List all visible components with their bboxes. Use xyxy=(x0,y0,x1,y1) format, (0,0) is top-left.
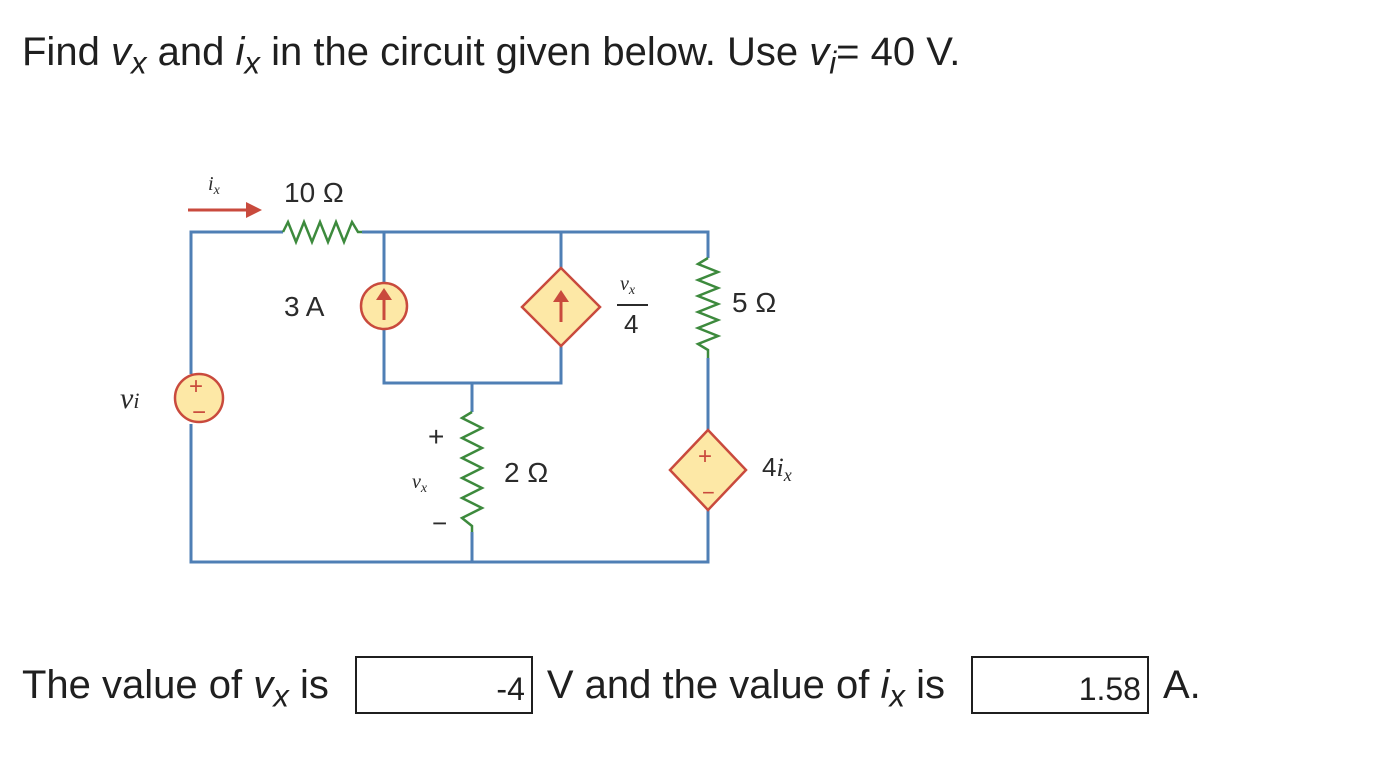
vi-var: v xyxy=(809,30,830,74)
question-middle: in the circuit given below. Use xyxy=(271,30,799,74)
answer-line: The value of vx is V and the value of ix… xyxy=(22,654,1201,716)
answer-ix-var: i xyxy=(880,663,890,707)
vx-answer-input[interactable] xyxy=(354,656,533,714)
vi-sub: i xyxy=(829,45,837,81)
answer-ix-sub: x xyxy=(889,678,905,714)
r5-label: 5 Ω xyxy=(732,287,776,318)
answer-unit-2: A. xyxy=(1162,663,1201,707)
current-source-3a xyxy=(359,281,409,331)
r1-label: 10 Ω xyxy=(284,177,344,208)
ix-var: i xyxy=(235,30,245,74)
dep-v-minus-sign: − xyxy=(702,480,715,505)
question-and: and xyxy=(157,30,225,74)
vx-plus-sign: + xyxy=(428,421,444,452)
dep-voltage-label: 4ix xyxy=(762,452,792,485)
question-text: Find vx and ix in the circuit given belo… xyxy=(22,24,960,80)
question-given: = 40 V. xyxy=(836,30,961,74)
ix-current-label: ix xyxy=(208,173,221,198)
answer-vx: vx xyxy=(253,654,289,716)
answer-vx-var: v xyxy=(253,663,274,707)
vi-label: vi xyxy=(120,382,139,415)
dep-current-denominator: 4 xyxy=(624,309,638,339)
wire-top xyxy=(362,230,710,258)
r2-label: 2 Ω xyxy=(504,457,548,488)
source-3a-label: 3 A xyxy=(284,291,325,322)
circuit-wires xyxy=(189,230,710,564)
wire-left-top xyxy=(189,230,283,374)
answer-is-2: is xyxy=(916,663,945,707)
vi-minus-sign: − xyxy=(192,399,206,426)
resistor-5-ohm xyxy=(694,256,722,358)
vx-sub: x xyxy=(130,45,147,81)
ix-sub: x xyxy=(244,45,261,81)
vx-minus-sign: − xyxy=(432,508,447,538)
question-vx: vx xyxy=(110,30,147,79)
arrow-up-icon xyxy=(553,290,569,302)
dep-current-numerator: vx xyxy=(620,273,636,298)
ix-answer-input[interactable] xyxy=(970,656,1149,714)
question-vi: vi xyxy=(809,30,836,79)
answer-prefix: The value of xyxy=(22,663,243,707)
arrow-up-icon xyxy=(376,288,392,300)
answer-vx-sub: x xyxy=(273,678,289,714)
wire-left-bottom xyxy=(189,424,710,564)
resistor-10-ohm xyxy=(281,218,362,246)
voltage-source-vi: + − xyxy=(173,372,225,426)
resistor-2-ohm xyxy=(459,410,485,532)
vx-label: vx xyxy=(412,471,428,496)
answer-unit-1: V and the value of xyxy=(546,663,870,707)
dependent-voltage-source: + − xyxy=(668,428,748,512)
question-find: Find xyxy=(22,30,100,74)
question-ix: ix xyxy=(235,30,260,79)
dep-current-label: vx 4 xyxy=(617,273,648,339)
dep-v-plus-sign: + xyxy=(698,443,712,470)
circuit-diagram: ix 10 Ω 3 A vx 4 5 Ω + − vi + vx − 2 Ω +… xyxy=(120,173,792,564)
answer-is-1: is xyxy=(299,663,329,707)
vi-plus-sign: + xyxy=(189,373,203,400)
dependent-current-source xyxy=(520,266,602,348)
answer-ix: ix xyxy=(880,654,904,716)
ix-arrow-icon xyxy=(188,202,262,218)
vx-var: v xyxy=(110,30,131,74)
